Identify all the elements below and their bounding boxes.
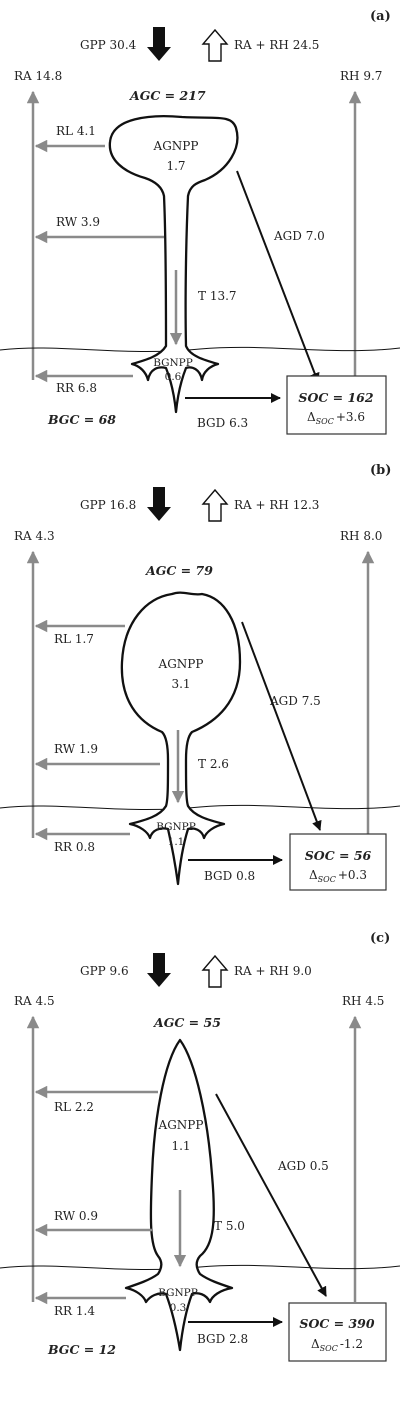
panel-label: (c): [370, 931, 390, 946]
bgd-label: BGD 6.3: [197, 416, 248, 430]
rr-label: RR 1.4: [54, 1304, 95, 1318]
bgc-label: BGC = 68: [47, 412, 116, 427]
t-label: T 13.7: [198, 289, 237, 303]
bgnpp-label: BGNPP: [156, 821, 196, 833]
delta-subscript: SOC: [318, 875, 336, 884]
respiration-arrow-icon: [201, 488, 229, 522]
bgnpp-value: 0.3: [170, 1302, 187, 1314]
delta-soc-label: ΔSOC-1.2: [311, 1337, 363, 1353]
bgc-label: BGC = 12: [47, 1342, 116, 1357]
panel-a: (a) GPP 30.4 RA + RH 24.5 RA 14.8 RH 9.7…: [0, 9, 400, 435]
delta-soc-value: -1.2: [340, 1337, 363, 1351]
rh-label: RH 8.0: [340, 529, 382, 543]
tree-outline: [120, 591, 242, 886]
agnpp-value: 1.1: [171, 1139, 190, 1153]
t-label: T 5.0: [214, 1219, 245, 1233]
agc-label: AGC = 79: [145, 563, 213, 578]
agnpp-label: AGNPP: [158, 1118, 204, 1132]
delta-subscript: SOC: [316, 417, 334, 426]
ground-line: [0, 346, 400, 353]
bgd-label: BGD 0.8: [204, 869, 255, 883]
rw-label: RW 3.9: [56, 215, 100, 229]
bgnpp-value: 0.6: [165, 371, 182, 383]
ground-line: [0, 804, 400, 811]
delta-soc-value: +0.3: [338, 868, 367, 882]
bgnpp-label: BGNPP: [153, 357, 193, 369]
delta-subscript: SOC: [320, 1344, 338, 1353]
soc-box: [288, 1302, 387, 1362]
rl-label: RL 1.7: [54, 632, 94, 646]
bgnpp-label: BGNPP: [158, 1287, 198, 1299]
agd-arrow: [236, 170, 320, 383]
t-label: T 2.6: [198, 757, 229, 771]
agd-label: AGD 7.5: [269, 694, 321, 708]
rr-label: RR 0.8: [54, 840, 95, 854]
bgnpp-value: 1.1: [168, 836, 185, 848]
ra-rh-label: RA + RH 24.5: [234, 38, 319, 52]
panel-c: (c) GPP 9.6 RA + RH 9.0 RA 4.5 RH 4.5 AG…: [0, 931, 400, 1362]
agd-arrow: [241, 621, 322, 831]
ra-label: RA 4.5: [14, 994, 55, 1008]
gpp-arrow-icon: [147, 953, 171, 987]
agnpp-label: AGNPP: [153, 139, 199, 153]
rh-label: RH 4.5: [342, 994, 384, 1008]
soc-label: SOC = 56: [305, 848, 372, 863]
rl-label: RL 4.1: [56, 124, 96, 138]
ra-label: RA 4.3: [14, 529, 55, 543]
panel-label: (b): [370, 463, 391, 478]
rl-label: RL 2.2: [54, 1100, 94, 1114]
delta-symbol: Δ: [309, 868, 318, 882]
delta-soc-label: ΔSOC+0.3: [309, 868, 367, 884]
gpp-arrow-icon: [147, 27, 171, 61]
delta-symbol: Δ: [307, 410, 316, 424]
agnpp-label: AGNPP: [158, 657, 204, 671]
agnpp-value: 3.1: [171, 677, 190, 691]
panel-b: (b) GPP 16.8 RA + RH 12.3 RA 4.3 RH 8.0 …: [0, 463, 400, 891]
ra-rh-label: RA + RH 12.3: [234, 498, 319, 512]
rw-label: RW 1.9: [54, 742, 98, 756]
gpp-label: GPP 16.8: [80, 498, 136, 512]
tree-outline: [108, 114, 239, 414]
ra-rh-label: RA + RH 9.0: [234, 964, 312, 978]
panel-label: (a): [370, 9, 391, 24]
agd-label: AGD 7.0: [273, 229, 325, 243]
rr-label: RR 6.8: [56, 381, 97, 395]
delta-soc-value: +3.6: [336, 410, 365, 424]
ra-label: RA 14.8: [14, 69, 62, 83]
respiration-arrow-icon: [201, 28, 229, 62]
agd-label: AGD 0.5: [277, 1159, 329, 1173]
soc-label: SOC = 390: [299, 1316, 374, 1331]
rh-label: RH 9.7: [340, 69, 382, 83]
gpp-label: GPP 30.4: [80, 38, 137, 52]
respiration-arrow-icon: [201, 954, 229, 988]
bgd-label: BGD 2.8: [197, 1332, 248, 1346]
delta-symbol: Δ: [311, 1337, 320, 1351]
soc-label: SOC = 162: [298, 390, 373, 405]
rw-label: RW 0.9: [54, 1209, 98, 1223]
soc-box: [289, 833, 387, 891]
agnpp-value: 1.7: [166, 159, 185, 173]
delta-soc-label: ΔSOC+3.6: [307, 410, 365, 426]
agc-label: AGC = 217: [129, 88, 206, 103]
gpp-arrow-icon: [147, 487, 171, 521]
agc-label: AGC = 55: [153, 1015, 221, 1030]
soc-box: [286, 375, 387, 435]
gpp-label: GPP 9.6: [80, 964, 129, 978]
agd-arrow: [215, 1093, 327, 1297]
ground-line: [0, 1264, 400, 1271]
